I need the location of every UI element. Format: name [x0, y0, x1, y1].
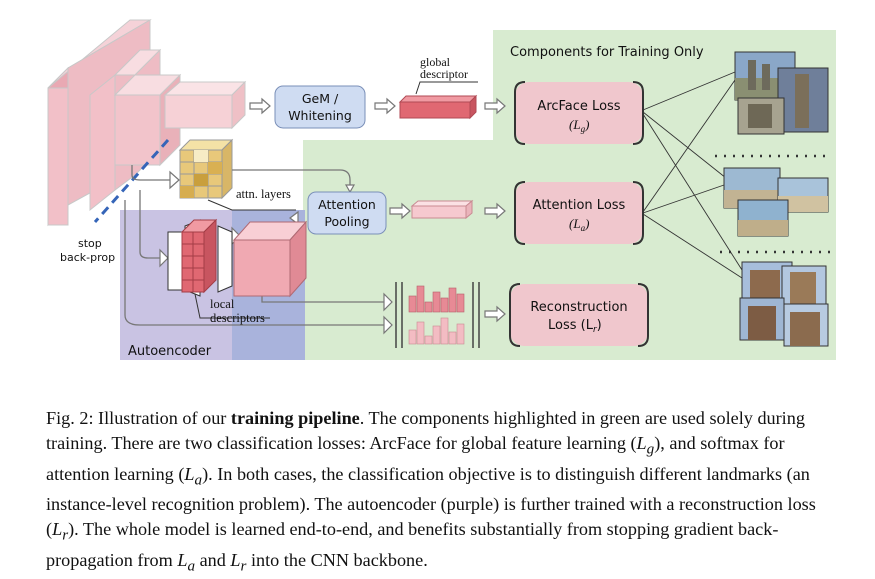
global-descriptor-bar	[398, 94, 478, 120]
attention-loss-symbol: (La)	[569, 216, 589, 233]
green-region-label: Components for Training Only	[510, 45, 704, 60]
loss-to-images-lines	[642, 71, 743, 279]
local-descriptors-pointer	[194, 293, 270, 319]
cnn-backbone	[47, 19, 247, 227]
global-descriptor-pointer	[415, 81, 478, 95]
arrow-to-gem	[249, 97, 271, 115]
figure-caption: Fig. 2: Illustration of our training pip…	[46, 408, 816, 575]
attention-loss-box: Attention Loss (La)	[514, 181, 644, 245]
local-desc-line1: local	[210, 297, 235, 311]
stop-backprop-line	[93, 139, 170, 223]
attn-layers-pointer	[207, 199, 296, 211]
arcface-loss-box: ArcFace Loss (Lg)	[514, 81, 644, 145]
recon-label-line2: Loss (Lr)	[548, 318, 602, 335]
attention-layers-grid	[178, 138, 234, 200]
flow-lines	[124, 165, 384, 326]
image-group-separators	[715, 154, 830, 254]
gem-label-line2: Whitening	[288, 108, 352, 123]
reconstruction-histograms	[395, 282, 480, 348]
attn-layers-label: attn. layers	[236, 187, 291, 201]
stop-label: stop	[78, 237, 102, 250]
attn-pooling-line2: Pooling	[324, 214, 369, 229]
flow-arrowheads	[159, 170, 393, 335]
landmark-images-group-2	[723, 167, 829, 237]
global-desc-line1: global	[420, 55, 451, 69]
decoder-feature-cube	[232, 220, 308, 298]
recon-label-line1: Reconstruction	[530, 300, 627, 315]
gem-whitening-box	[274, 85, 366, 129]
arrow-global-to-arcface	[484, 97, 506, 115]
training-pipeline-diagram: Components for Training Only Autoencoder…	[47, 19, 836, 360]
reconstruction-loss-box: Reconstruction Loss (Lr)	[509, 283, 649, 347]
global-desc-line2: descriptor	[420, 67, 468, 81]
arrow-pooling-to-attn-desc	[389, 202, 411, 220]
arrow-to-attention-loss	[484, 202, 506, 220]
attention-pooling-box	[307, 191, 387, 235]
arrow-to-reconstruction-loss	[484, 305, 506, 323]
landmark-images-group-3	[739, 261, 829, 347]
attention-loss-label: Attention Loss	[533, 198, 626, 213]
arcface-label: ArcFace Loss	[537, 99, 620, 114]
arrow-gem-to-global	[374, 97, 396, 115]
landmark-images-group-1	[734, 51, 829, 135]
back-prop-label: back-prop	[60, 251, 115, 264]
attn-pooling-line1: Attention	[318, 197, 376, 212]
local-desc-line2: descriptors	[210, 311, 265, 325]
arcface-symbol: (Lg)	[569, 117, 589, 134]
autoencoder-label: Autoencoder	[128, 344, 212, 359]
attention-descriptor-bar	[410, 199, 474, 220]
gem-label-line1: GeM /	[302, 91, 339, 106]
encoder-local-descriptor-block	[167, 218, 233, 297]
